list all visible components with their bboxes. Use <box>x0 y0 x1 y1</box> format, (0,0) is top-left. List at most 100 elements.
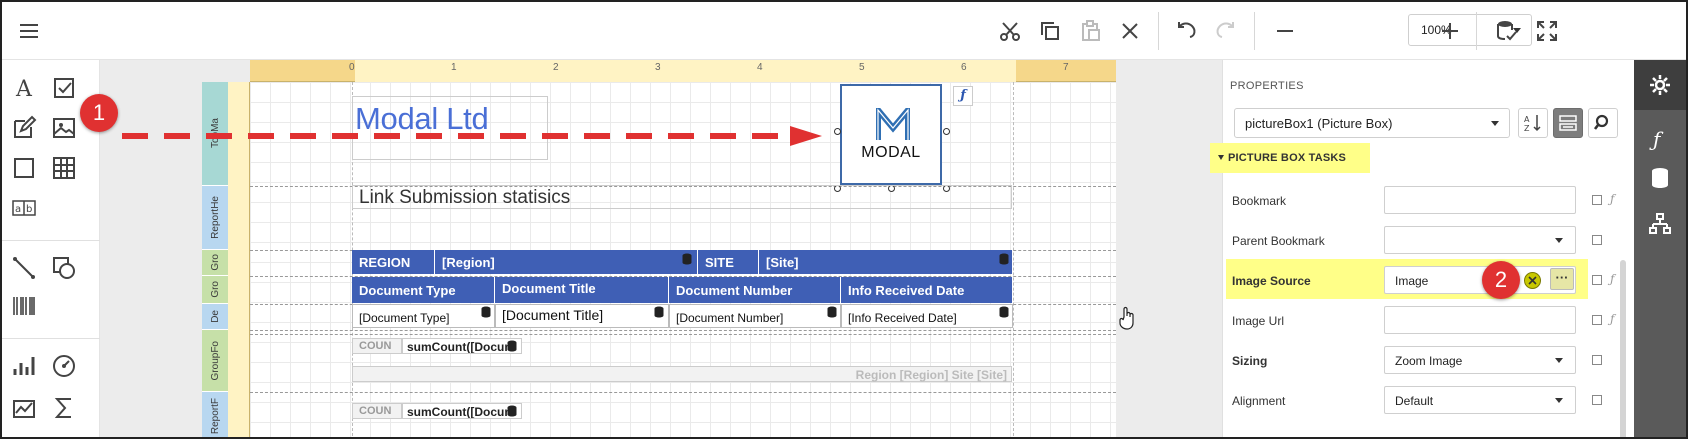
sort-az-icon: AZ <box>1524 115 1541 133</box>
menu-icon[interactable] <box>16 18 42 44</box>
clear-icon[interactable] <box>1524 272 1541 289</box>
expressions-tab-icon[interactable]: ƒ <box>1646 124 1674 152</box>
picture-box-selected[interactable]: MODAL <box>840 84 942 185</box>
bookmark-input[interactable] <box>1384 186 1576 214</box>
detail-document-type[interactable]: [Document Type] <box>352 304 495 328</box>
zoom-select[interactable]: 100% <box>1408 14 1532 46</box>
shape-icon[interactable] <box>50 254 78 282</box>
band-group-header-2[interactable]: Gro <box>202 276 228 304</box>
picture-box-icon[interactable] <box>50 114 78 142</box>
resize-handle[interactable] <box>834 128 841 135</box>
parent-bookmark-select[interactable] <box>1384 226 1576 254</box>
undo-icon[interactable] <box>1174 18 1200 44</box>
sizing-select[interactable]: Zoom Image <box>1384 346 1576 374</box>
property-expression-icon[interactable]: ƒ <box>1610 192 1615 206</box>
region-caption[interactable]: REGION <box>352 250 435 274</box>
fullscreen-icon[interactable] <box>1534 18 1560 44</box>
table-icon[interactable] <box>50 154 78 182</box>
site-caption[interactable]: SITE <box>698 250 759 274</box>
picture-box-tasks-header[interactable]: PICTURE BOX TASKS <box>1210 143 1370 173</box>
region-site-footer[interactable]: Region [Region] Site [Site] <box>352 366 1012 382</box>
barcode-icon[interactable] <box>10 292 38 320</box>
panel-icon[interactable] <box>10 154 38 182</box>
field-list-tab-icon[interactable] <box>1646 164 1674 192</box>
group-footer-count-label[interactable]: COUN <box>352 338 402 354</box>
toolbar-separator <box>1254 12 1255 50</box>
band-separator <box>250 186 1116 187</box>
properties-tab-icon[interactable] <box>1634 60 1686 110</box>
sparkline-icon[interactable] <box>10 394 38 422</box>
search-icon <box>1593 114 1609 130</box>
header-document-number[interactable]: Document Number <box>669 277 841 303</box>
header-info-received-date[interactable]: Info Received Date <box>841 277 1013 303</box>
ruler-tick-label: 7 <box>1063 62 1069 73</box>
property-marker-icon[interactable] <box>1592 355 1602 365</box>
property-marker-icon[interactable] <box>1592 395 1602 405</box>
property-expression-icon[interactable]: ƒ <box>1610 312 1615 326</box>
report-explorer-tab-icon[interactable] <box>1646 210 1674 238</box>
cut-icon[interactable] <box>997 18 1023 44</box>
header-document-title[interactable]: Document Title <box>495 277 669 303</box>
report-title[interactable]: Modal Ltd <box>352 96 548 160</box>
band-detail[interactable]: De <box>202 304 228 330</box>
copy-icon[interactable] <box>1037 18 1063 44</box>
label-icon[interactable]: A <box>10 74 38 102</box>
svg-text:ƒ: ƒ <box>1649 127 1664 150</box>
image-source-input[interactable]: Image <box>1384 266 1576 294</box>
property-marker-icon[interactable] <box>1592 315 1602 325</box>
paste-icon[interactable] <box>1077 18 1103 44</box>
band-group-footer[interactable]: GroupFo <box>202 330 228 392</box>
component-selector[interactable]: pictureBox1 (Picture Box) <box>1234 108 1510 138</box>
chart-icon[interactable] <box>10 352 38 380</box>
database-icon <box>507 405 517 417</box>
image-url-input[interactable] <box>1384 306 1576 334</box>
region-field[interactable]: [Region] <box>435 250 698 274</box>
rich-text-icon[interactable] <box>10 114 38 142</box>
gauge-icon[interactable] <box>50 352 78 380</box>
property-expression-icon[interactable]: ƒ <box>1610 272 1615 286</box>
band-report-header[interactable]: ReportHe <box>202 186 228 250</box>
detail-info-received-date[interactable]: [Info Received Date] <box>841 304 1013 328</box>
logo-text: MODAL <box>861 144 921 161</box>
property-marker-icon[interactable] <box>1592 235 1602 245</box>
band-group-header-1[interactable]: Gro <box>202 250 228 276</box>
component-selector-value: pictureBox1 (Picture Box) <box>1245 116 1393 131</box>
ellipsis-button[interactable]: ··· <box>1550 268 1574 290</box>
line-icon[interactable] <box>10 254 38 282</box>
detail-document-title[interactable]: [Document Title] <box>495 304 669 328</box>
expression-badge-icon[interactable]: ƒ <box>953 86 973 106</box>
resize-handle[interactable] <box>943 128 950 135</box>
annotation-arrow <box>122 126 822 146</box>
group-footer-sum[interactable]: sumCount([Docum <box>402 338 522 354</box>
image-source-value: Image <box>1395 274 1429 288</box>
summary-icon[interactable] <box>50 394 78 422</box>
vertical-ruler <box>228 82 250 437</box>
collapse-triangle-icon <box>1218 155 1224 160</box>
report-subtitle[interactable]: Link Submission statisics <box>352 185 1012 209</box>
properties-scrollbar[interactable] <box>1620 260 1626 437</box>
callout-1: 1 <box>80 94 118 132</box>
alignment-value: Default <box>1395 394 1434 408</box>
property-marker-icon[interactable] <box>1592 275 1602 285</box>
band-report-footer[interactable]: ReportF <box>202 392 228 437</box>
prop-label-image-url: Image Url <box>1232 314 1285 328</box>
validate-icon[interactable] <box>1494 18 1520 44</box>
detail-document-number[interactable]: [Document Number] <box>669 304 841 328</box>
categorized-view-button[interactable] <box>1553 108 1583 138</box>
redo-icon[interactable] <box>1212 18 1238 44</box>
header-document-type[interactable]: Document Type <box>352 277 495 303</box>
search-button[interactable] <box>1588 108 1618 138</box>
delete-icon[interactable] <box>1117 18 1143 44</box>
report-footer-sum[interactable]: sumCount([Docum <box>402 403 522 419</box>
property-marker-icon[interactable] <box>1592 195 1602 205</box>
zoom-out-icon[interactable] <box>1272 18 1298 44</box>
alignment-select[interactable]: Default <box>1384 386 1576 414</box>
checkbox-icon[interactable] <box>50 74 78 102</box>
report-footer-count-label[interactable]: COUN <box>352 403 402 419</box>
ruler-tick-label: 6 <box>961 62 967 73</box>
zoom-in-icon[interactable] <box>1437 18 1463 44</box>
site-field[interactable]: [Site] <box>759 250 1013 274</box>
